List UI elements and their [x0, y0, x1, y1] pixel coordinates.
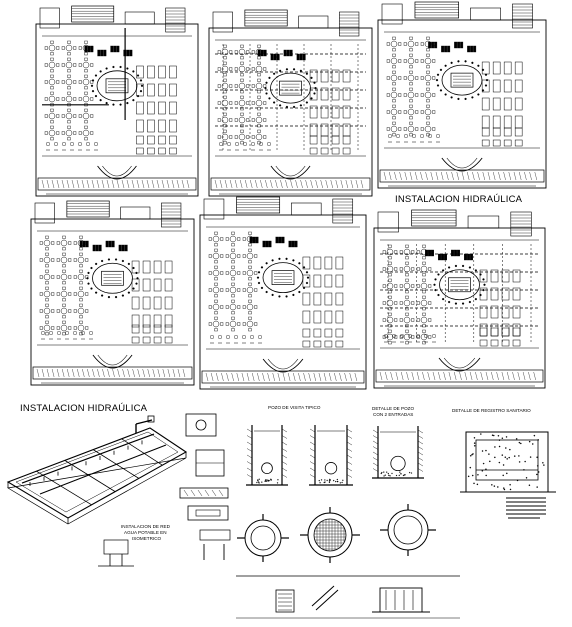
isometric-slab: [6, 415, 188, 525]
floor-plan-4: [199, 196, 367, 390]
label-iso-2: AGUA POTABLE EN: [124, 530, 167, 535]
manhole-plan-c: [380, 504, 436, 556]
label-detalle-pozo-2: CON 2 ENTRADAS: [373, 412, 414, 417]
floor-plan-5: [373, 209, 546, 389]
floor-plan-2: [377, 1, 547, 189]
detail-pozo-section-b: [309, 425, 353, 486]
label-iso-1: INSTALACION DE RED: [121, 524, 170, 529]
label-registro-sanitario: DETALLE DE REGISTRO SANITARIO: [452, 408, 531, 413]
label-detalle-pozo-1: DETALLE DE POZO: [372, 406, 415, 411]
manhole-plan-b: [300, 507, 360, 563]
detail-pozo-2-entradas: [372, 426, 424, 479]
detail-registro-sanitario: [460, 431, 556, 519]
floor-plan-0: [35, 5, 199, 197]
label-iso-3: ISOMETRICO: [132, 536, 162, 541]
label-pozo-visita: POZO DE VISITA TIPICO: [268, 405, 321, 410]
floor-plan-1: [208, 9, 373, 197]
bottom-details: [236, 575, 460, 619]
floor-plan-3: [30, 200, 195, 386]
title-hydraulic-top: INSTALACION HIDRAÚLICA: [395, 194, 523, 205]
title-hydraulic-bottom: INSTALACION HIDRAÚLICA: [20, 403, 148, 414]
manhole-plan-a: [237, 514, 289, 562]
detail-pozo-section-a: [246, 425, 288, 486]
small-details-left: [98, 413, 231, 567]
